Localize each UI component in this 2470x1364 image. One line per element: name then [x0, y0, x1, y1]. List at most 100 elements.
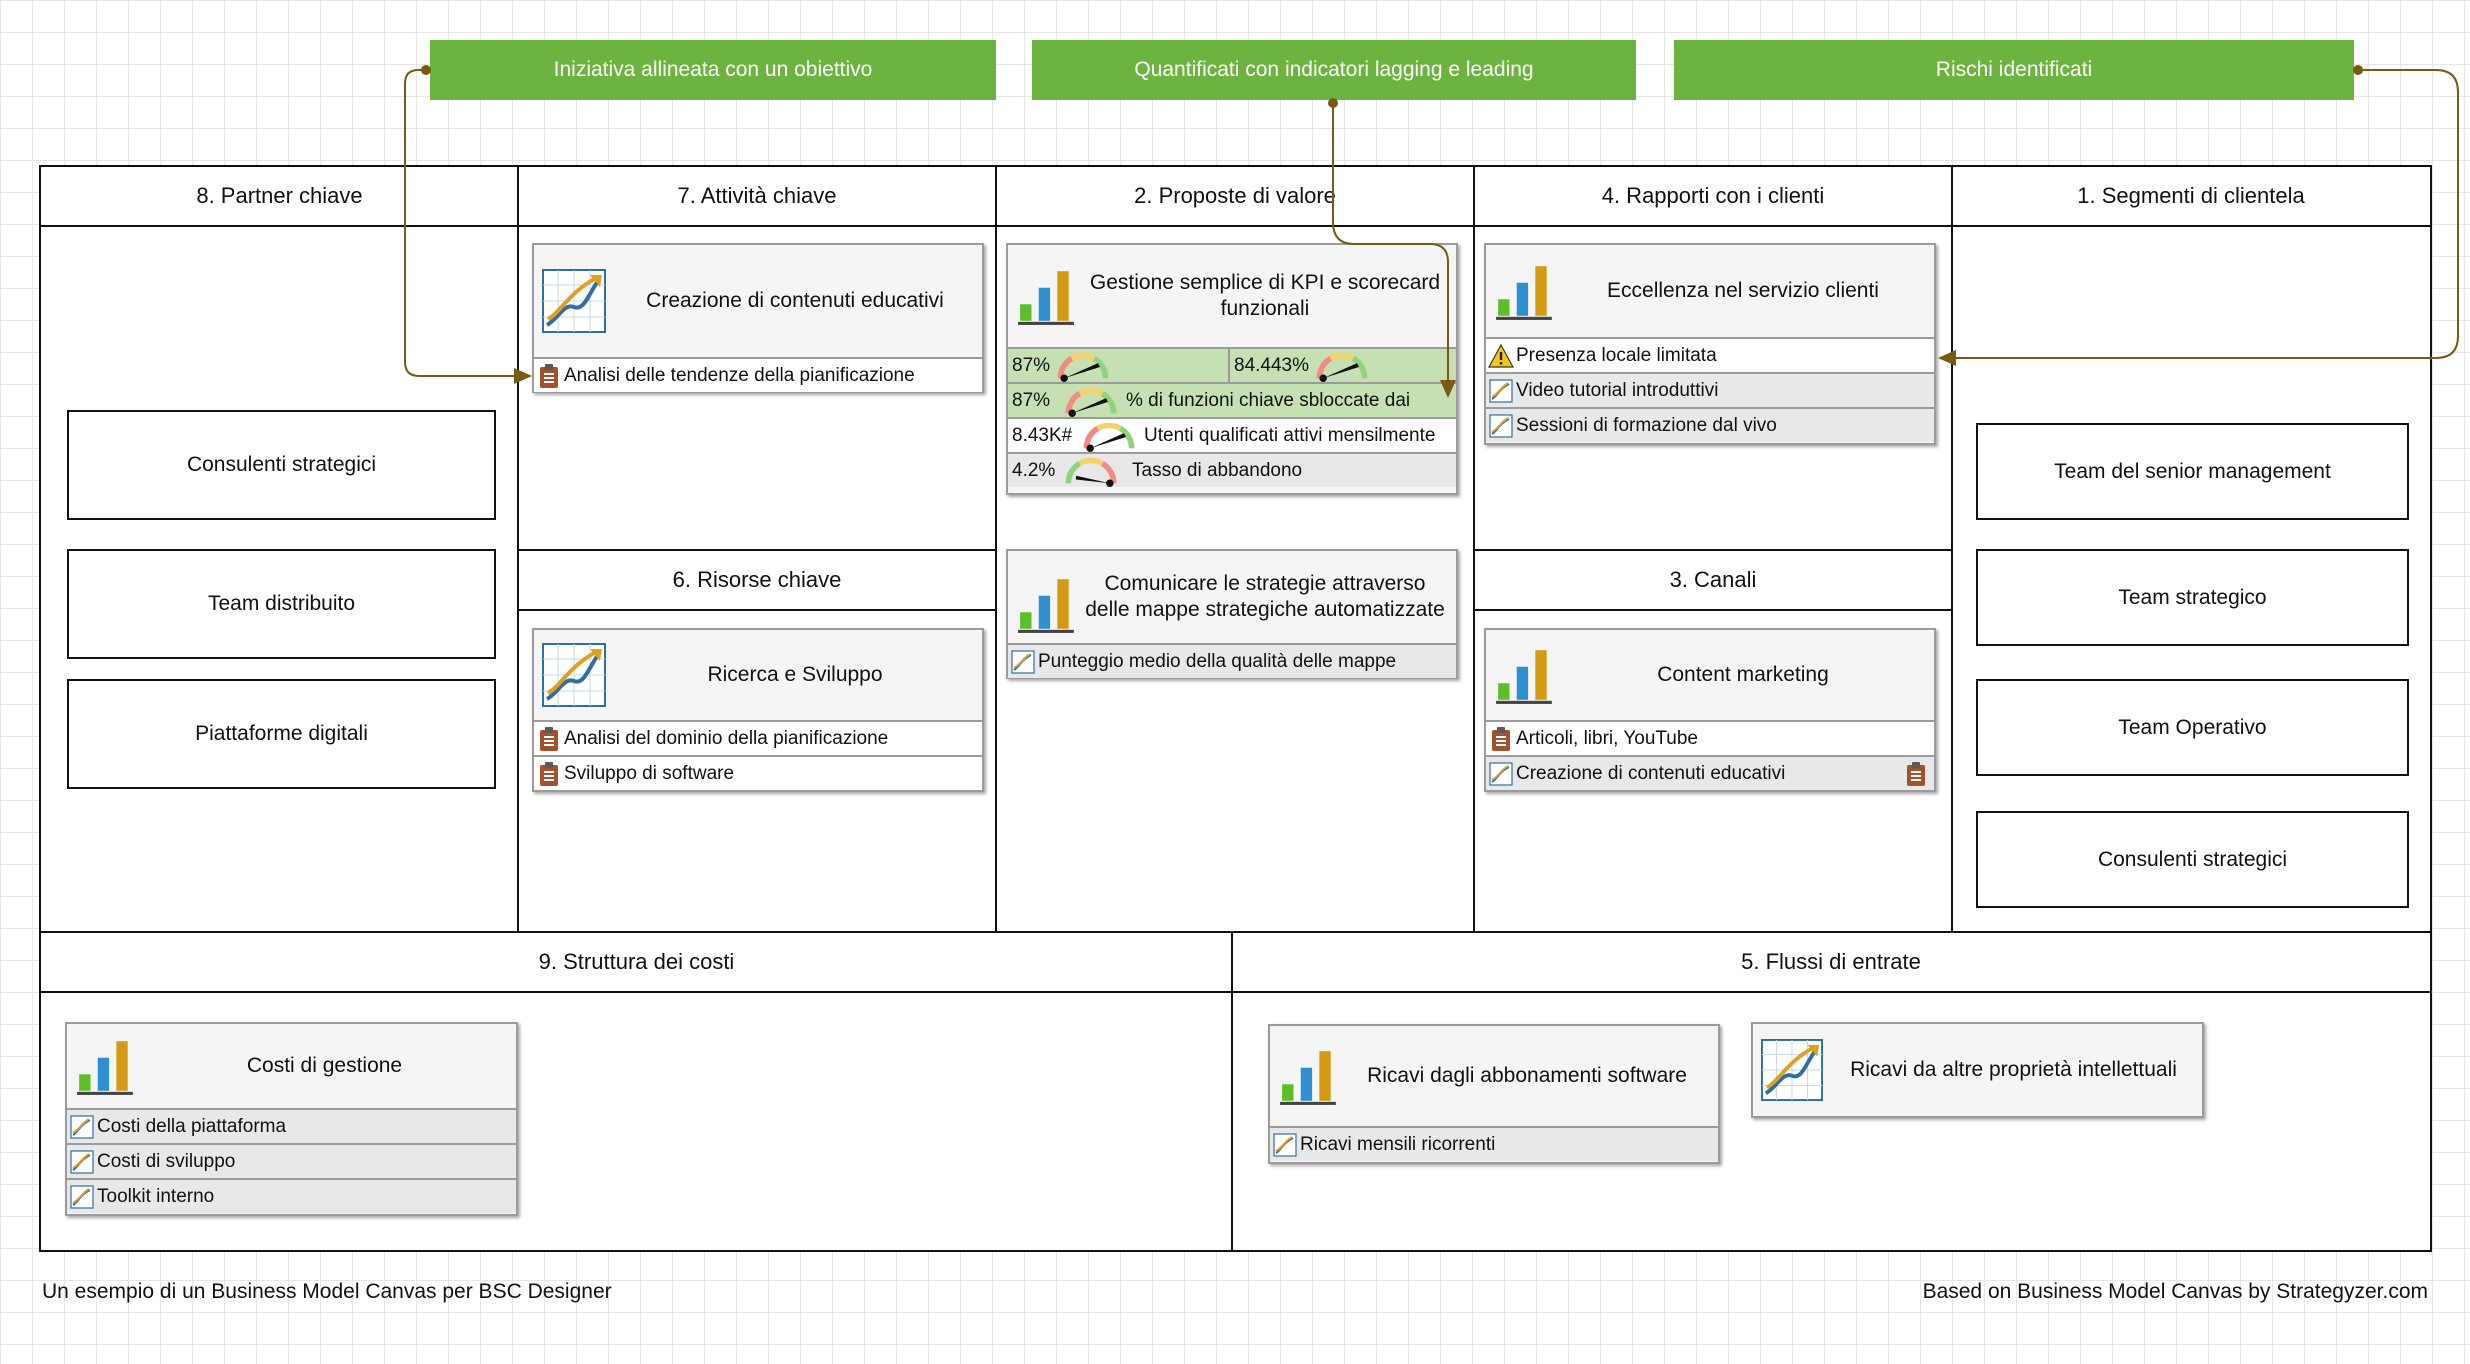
- list-item-label: Sessioni di formazione dal vivo: [1516, 414, 1777, 436]
- initiative-card-activities[interactable]: Creazione di contenuti educativi Analisi…: [532, 243, 984, 393]
- segment-label: Team Operativo: [2118, 715, 2267, 739]
- segment-item[interactable]: Team strategico: [1976, 549, 2409, 646]
- trend-chart-icon: [70, 1150, 94, 1174]
- initiative-card-costs[interactable]: Costi di gestione Costi della piattaform…: [65, 1022, 518, 1216]
- card-title: Ricavi dagli abbonamenti software: [1367, 1064, 1687, 1087]
- card-title: Content marketing: [1657, 663, 1829, 686]
- criterion-risks[interactable]: Rischi identificati: [1674, 40, 2354, 100]
- initiative-card-revenue-1[interactable]: Ricavi dagli abbonamenti software Ricavi…: [1268, 1024, 1720, 1164]
- section-title: 5. Flussi di entrate: [1741, 949, 1921, 974]
- gauge-icon: [1080, 420, 1138, 452]
- list-item[interactable]: Costi della piattaforma: [67, 1108, 516, 1143]
- divider: [995, 165, 997, 933]
- clipboard-icon: [1906, 761, 1926, 787]
- list-item[interactable]: Ricavi mensili ricorrenti: [1270, 1126, 1718, 1161]
- kpi-row[interactable]: 4.2% Tasso di abbandono: [1008, 452, 1456, 487]
- partner-label: Team distribuito: [207, 592, 356, 615]
- footer-left: Un esempio di un Business Model Canvas p…: [42, 1280, 612, 1303]
- card-title: Ricerca e Sviluppo: [707, 663, 883, 686]
- list-item[interactable]: Creazione di contenuti educativi: [1486, 755, 1934, 790]
- connector-dot: [2353, 65, 2363, 75]
- section-header-value: 2. Proposte di valore: [996, 167, 1474, 227]
- list-item-label: Sviluppo di software: [564, 762, 735, 784]
- trend-chart-icon: [70, 1115, 94, 1139]
- section-header-relations: 4. Rapporti con i clienti: [1474, 167, 1952, 227]
- list-item[interactable]: Analisi delle tendenze della pianificazi…: [534, 357, 982, 392]
- section-header-activities: 7. Attività chiave: [518, 167, 996, 227]
- segment-item[interactable]: Team Operativo: [1976, 679, 2409, 776]
- initiative-card-value-1[interactable]: Gestione semplice di KPI e scorecard fun…: [1006, 243, 1458, 495]
- list-item-label: Creazione di contenuti educativi: [1516, 762, 1786, 784]
- list-item[interactable]: Video tutorial introduttivi: [1486, 372, 1934, 407]
- kpi-row[interactable]: 8.43K# Utenti qualificati attivi mensilm…: [1008, 417, 1456, 452]
- gauge-icon: [1062, 455, 1120, 487]
- card-title: Creazione di contenuti educativi: [646, 289, 944, 312]
- kpi-value: 84.443%: [1234, 354, 1310, 376]
- partner-label: Piattaforme digitali: [195, 722, 368, 745]
- divider: [39, 931, 2432, 933]
- card-title: Comunicare le strategie attraverso delle…: [1085, 572, 1445, 621]
- section-title: 3. Canali: [1669, 567, 1757, 592]
- list-item-label: Ricavi mensili ricorrenti: [1300, 1133, 1496, 1155]
- gauge-icon: [1313, 350, 1371, 382]
- kpi-row[interactable]: 87% % di funzioni chiave sbloccate dai: [1008, 382, 1456, 417]
- segment-label: Consulenti strategici: [2097, 847, 2288, 871]
- list-item-label: Presenza locale limitata: [1516, 344, 1717, 366]
- list-item-label: Analisi del dominio della pianificazione: [564, 727, 889, 749]
- divider: [1231, 931, 1233, 1252]
- segment-item[interactable]: Consulenti strategici: [1976, 811, 2409, 908]
- clipboard-icon: [539, 761, 559, 787]
- list-item-label: Analisi delle tendenze della pianificazi…: [564, 364, 915, 386]
- section-title: 7. Attività chiave: [677, 183, 837, 208]
- section-header-resources: 6. Risorse chiave: [519, 551, 995, 611]
- list-item[interactable]: Articoli, libri, YouTube: [1486, 720, 1934, 755]
- kpi-value: 8.43K#: [1012, 424, 1073, 446]
- list-item[interactable]: Punteggio medio della qualità delle mapp…: [1008, 643, 1456, 678]
- list-item-label: Costi della piattaforma: [97, 1115, 287, 1137]
- criterion-quantified[interactable]: Quantificati con indicatori lagging e le…: [1032, 40, 1636, 100]
- partner-item[interactable]: Team distribuito: [67, 549, 496, 659]
- segment-label: Team del senior management: [2054, 459, 2331, 483]
- trend-chart-icon: [70, 1185, 94, 1209]
- kpi-label: % di funzioni chiave sbloccate dai: [1126, 389, 1411, 411]
- clipboard-icon: [539, 726, 559, 752]
- list-item[interactable]: Sessioni di formazione dal vivo: [1486, 407, 1934, 442]
- initiative-card-value-2[interactable]: Comunicare le strategie attraverso delle…: [1006, 549, 1458, 679]
- criterion-quantified-label: Quantificati con indicatori lagging e le…: [1134, 58, 1534, 81]
- initiative-card-revenue-2[interactable]: Ricavi da altre proprietà intellettuali: [1751, 1022, 2204, 1118]
- list-item-label: Articoli, libri, YouTube: [1516, 727, 1699, 749]
- initiative-card-resources[interactable]: Ricerca e Sviluppo Analisi del dominio d…: [532, 628, 984, 792]
- criterion-risks-label: Rischi identificati: [1935, 58, 2093, 81]
- kpi-row[interactable]: 87% 84.443%: [1008, 347, 1456, 382]
- list-item[interactable]: Toolkit interno: [67, 1178, 516, 1213]
- initiative-card-relations[interactable]: Eccellenza nel servizio clienti Presenza…: [1484, 243, 1936, 445]
- partner-item[interactable]: Consulenti strategici: [67, 410, 496, 520]
- section-header-channels: 3. Canali: [1475, 551, 1951, 611]
- list-item[interactable]: Costi di sviluppo: [67, 1143, 516, 1178]
- partner-label: Consulenti strategici: [186, 453, 377, 476]
- trend-chart-icon: [542, 269, 606, 333]
- section-header-revenue: 5. Flussi di entrate: [1232, 933, 2430, 993]
- criterion-aligned[interactable]: Iniziativa allineata con un obiettivo: [430, 40, 996, 100]
- partner-item[interactable]: Piattaforme digitali: [67, 679, 496, 789]
- section-header-segments: 1. Segmenti di clientela: [1952, 167, 2430, 227]
- kpi-label: Tasso di abbandono: [1132, 459, 1303, 481]
- risk-item[interactable]: Presenza locale limitata: [1486, 337, 1934, 372]
- trend-chart-icon: [1273, 1133, 1297, 1157]
- list-item[interactable]: Sviluppo di software: [534, 755, 982, 790]
- divider: [1474, 549, 1952, 551]
- segment-item[interactable]: Team del senior management: [1976, 423, 2409, 520]
- section-header-partners: 8. Partner chiave: [41, 167, 518, 227]
- gauge-icon: [1054, 350, 1112, 382]
- initiative-card-channels[interactable]: Content marketing Articoli, libri, YouTu…: [1484, 628, 1936, 792]
- trend-chart-icon: [1011, 650, 1035, 674]
- list-item-label: Video tutorial introduttivi: [1516, 379, 1719, 401]
- trend-chart-icon: [1761, 1039, 1823, 1101]
- section-title: 1. Segmenti di clientela: [2077, 183, 2305, 208]
- clipboard-icon: [539, 363, 559, 389]
- kpi-value: 87%: [1012, 354, 1051, 376]
- bar-chart-icon: [1494, 644, 1556, 706]
- list-item-label: Punteggio medio della qualità delle mapp…: [1038, 650, 1397, 672]
- kpi-value: 87%: [1012, 389, 1051, 411]
- list-item[interactable]: Analisi del dominio della pianificazione: [534, 720, 982, 755]
